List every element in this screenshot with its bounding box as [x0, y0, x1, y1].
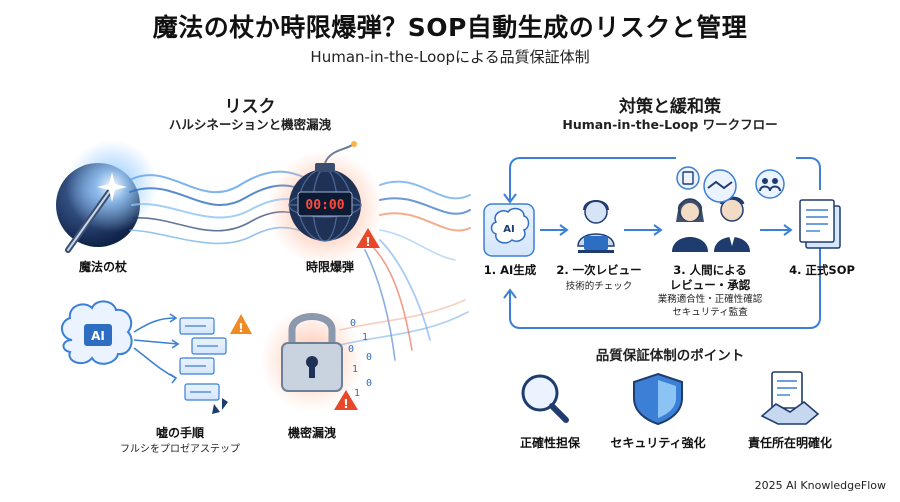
human-approvers-icon	[672, 196, 750, 252]
false-steps-sublabel: フルシをプロゼアステップ	[120, 444, 240, 455]
ai-brain-icon: AI	[61, 300, 133, 365]
step-3-label: 3. 人間による	[673, 263, 747, 277]
magic-wand-illustration	[56, 140, 158, 253]
svg-text:0: 0	[366, 378, 372, 389]
step-1-label: 1. AI生成	[483, 263, 537, 277]
official-sop-document-icon	[799, 199, 841, 249]
svg-text:!: !	[238, 321, 243, 335]
team-bubble-icon	[755, 169, 785, 199]
quality-item-accuracy: 正確性担保	[519, 436, 580, 450]
checklist-bubble-icon	[676, 166, 700, 190]
page-title: 魔法の杖か時限爆弾？SOP自動生成のリスクと管理	[152, 13, 748, 42]
time-bomb-illustration: 00:00	[267, 141, 383, 266]
time-bomb-label: 時限爆弾	[305, 260, 354, 274]
svg-text:1: 1	[362, 332, 368, 343]
step-3-sublabel-2: セキュリティ監査	[672, 307, 748, 318]
svg-text:AI: AI	[503, 224, 514, 235]
step-3-label-line2: レビュー・承認	[669, 278, 751, 292]
handshake-document-icon	[760, 371, 820, 425]
ai-generation-icon: AI	[483, 203, 535, 257]
reviewer-icon	[577, 200, 615, 253]
step-3-sublabel-1: 業務適合性・正確性確認	[657, 294, 763, 305]
step-arrows	[540, 224, 793, 236]
mitigation-subheading: Human-in-the-Loop ワークフロー	[562, 117, 778, 132]
warning-icon-leak: !	[334, 390, 358, 411]
quality-heading: 品質保証体制のポイント	[595, 348, 745, 364]
svg-text:0: 0	[366, 352, 372, 363]
warning-icon-bomb: !	[356, 228, 380, 249]
workflow-loop	[503, 157, 821, 329]
bomb-timer-display: 00:00	[305, 198, 344, 213]
padlock-illustration	[260, 308, 364, 412]
binary-leak-stream: 0 1 0 0 1 0 1	[348, 318, 372, 399]
magnifier-icon	[521, 374, 569, 423]
risk-subheading: ハルシネーションと機密漏洩	[168, 117, 332, 132]
svg-text:!: !	[365, 235, 370, 249]
svg-text:0: 0	[348, 344, 354, 355]
svg-text:1: 1	[354, 388, 360, 399]
false-step-cards	[179, 317, 228, 414]
step-2-label: 2. 一次レビュー	[556, 263, 642, 277]
false-steps-label: 嘘の手順	[155, 426, 204, 440]
branch-arrows	[133, 313, 180, 384]
step-4-label: 4. 正式SOP	[789, 263, 855, 277]
data-leak-label: 機密漏洩	[287, 426, 336, 440]
mitigation-heading: 対策と緩和策	[619, 97, 721, 117]
risk-heading: リスク	[224, 97, 276, 117]
magic-wand-label: 魔法の杖	[78, 260, 127, 274]
quality-item-accountability: 責任所在明確化	[747, 436, 832, 450]
shield-icon	[633, 372, 683, 426]
footer-credit: 2025 AI KnowledgeFlow	[754, 479, 886, 492]
handshake-bubble-icon	[703, 169, 737, 203]
ai-brain-chip: AI	[91, 329, 105, 343]
quality-item-security: セキュリティ強化	[610, 436, 706, 450]
page-subtitle: Human-in-the-Loopによる品質保証体制	[310, 48, 590, 66]
step-2-sublabel: 技術的チェック	[565, 281, 633, 292]
svg-text:!: !	[343, 397, 348, 411]
warning-icon-false-steps: !	[230, 314, 252, 335]
svg-text:0: 0	[350, 318, 356, 329]
svg-text:1: 1	[352, 364, 358, 375]
